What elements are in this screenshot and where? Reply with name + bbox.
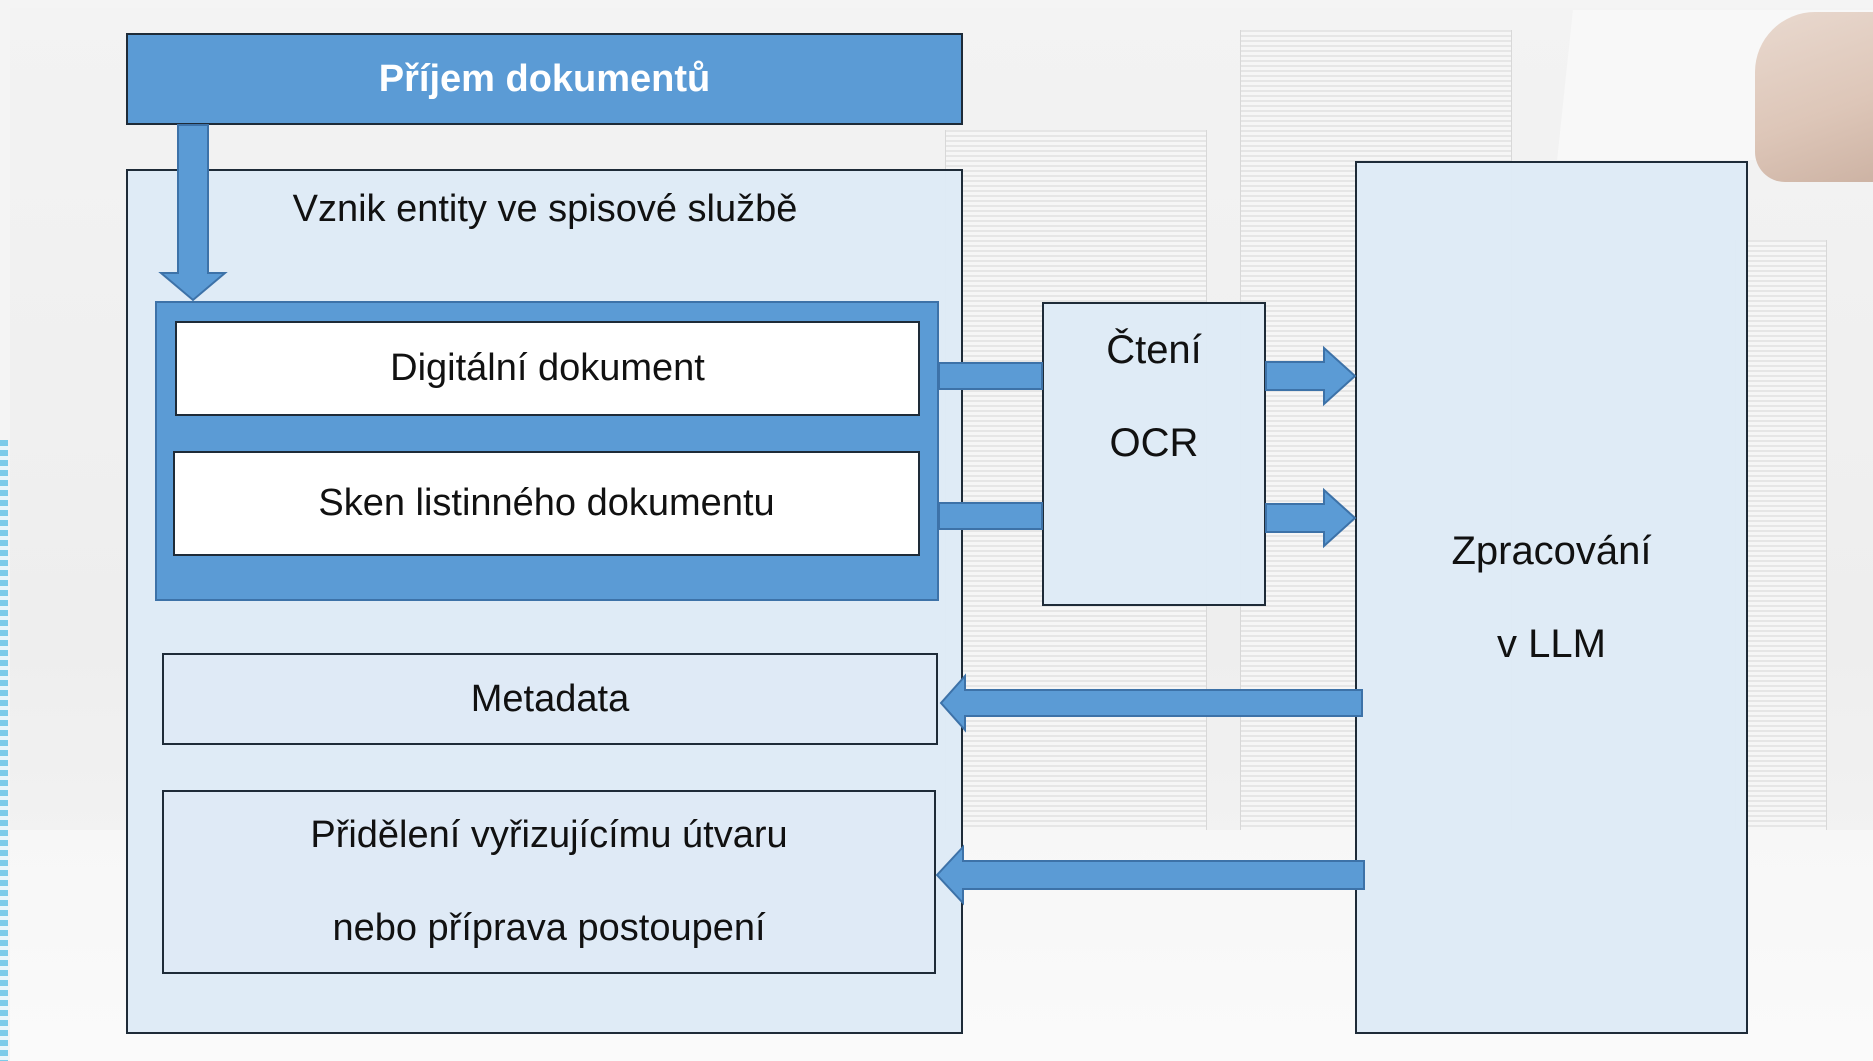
- assignment-label-line1: Přidělení vyřizujícímu útvaru: [310, 814, 788, 856]
- arrow-llm-to-metadata: [939, 673, 1363, 733]
- paper-stack-3: [1735, 240, 1827, 930]
- scan-document-box: Sken listinného dokumentu: [173, 451, 920, 556]
- assignment-label-line2: nebo příprava postoupení: [332, 907, 766, 949]
- arrow-ocr-to-llm-lower: [1265, 487, 1357, 549]
- arrow-header-to-documents: [158, 124, 228, 302]
- ocr-label-line1: Čtení: [1106, 328, 1202, 372]
- llm-label-line2: v LLM: [1497, 621, 1606, 666]
- header-label: Příjem dokumentů: [378, 57, 711, 100]
- metadata-box: Metadata: [162, 653, 938, 745]
- assignment-box: Přidělení vyřizujícímu útvaru nebo přípr…: [162, 790, 936, 974]
- digital-document-label: Digitální dokument: [390, 347, 705, 389]
- arrow-ocr-to-llm-upper: [1265, 345, 1357, 407]
- digital-document-box: Digitální dokument: [175, 321, 920, 416]
- left-edge-decoration: [0, 440, 8, 1061]
- entity-panel-label: Vznik entity ve spisové službě: [292, 188, 798, 230]
- metadata-label: Metadata: [470, 677, 630, 720]
- scan-document-label: Sken listinného dokumentu: [318, 482, 775, 524]
- arrow-llm-to-assignment: [935, 844, 1365, 906]
- header-prijem-dokumentu: Příjem dokumentů: [126, 33, 963, 125]
- connector-scan-to-ocr: [938, 502, 1043, 530]
- llm-box: Zpracování v LLM: [1355, 161, 1748, 1034]
- ocr-label-line2: OCR: [1109, 421, 1199, 465]
- hand-holding-paper: [1755, 12, 1873, 182]
- ocr-box: Čtení OCR: [1042, 302, 1266, 606]
- llm-label-line1: Zpracování: [1451, 528, 1652, 573]
- connector-digital-to-ocr: [938, 362, 1043, 390]
